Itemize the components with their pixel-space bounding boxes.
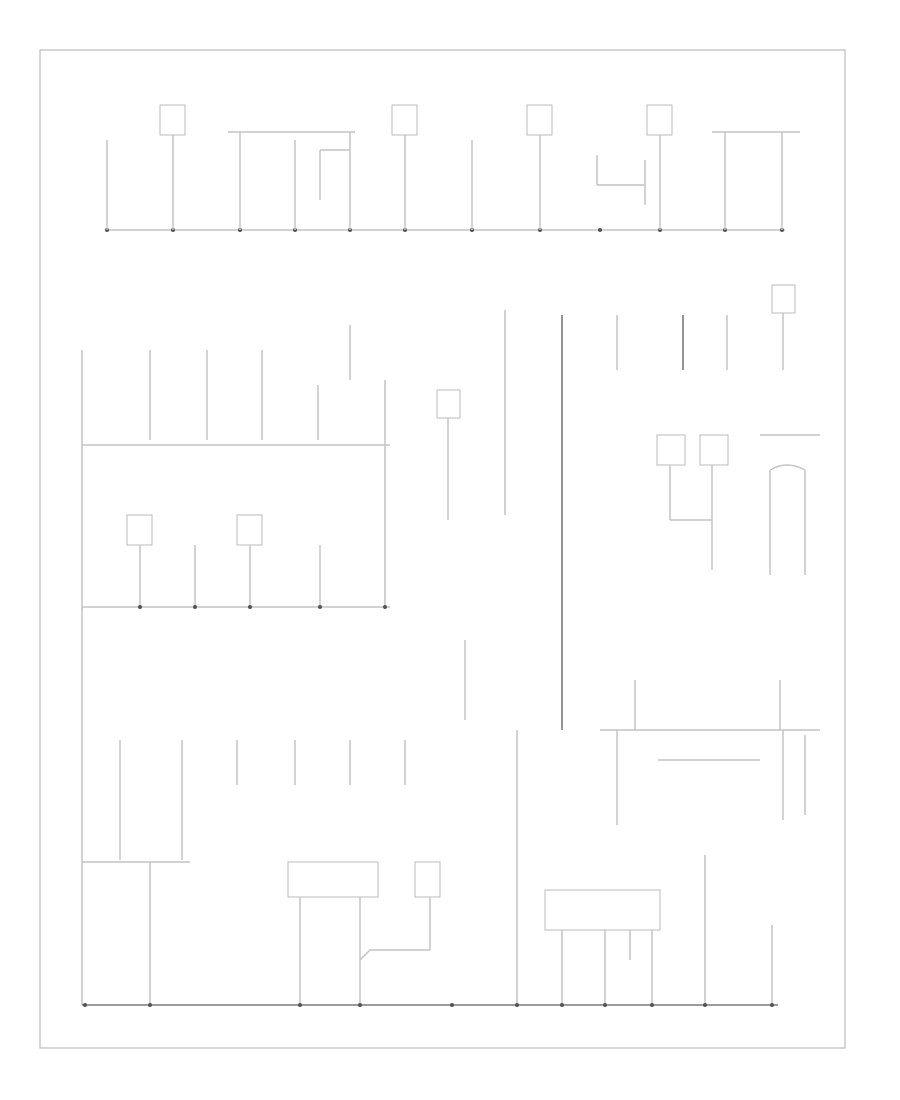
lower-left-components (81, 607, 406, 1005)
second-row-components (81, 284, 796, 730)
lower-right-components (544, 680, 820, 1005)
lower-center-components (287, 640, 518, 1005)
mid-left-components (82, 444, 390, 609)
diagram-frame (39, 49, 846, 1049)
bottom-ground-bus (82, 1003, 778, 1007)
mid-right-components (656, 434, 820, 575)
top-row-components (106, 104, 800, 230)
top-ground-bus (105, 228, 785, 232)
